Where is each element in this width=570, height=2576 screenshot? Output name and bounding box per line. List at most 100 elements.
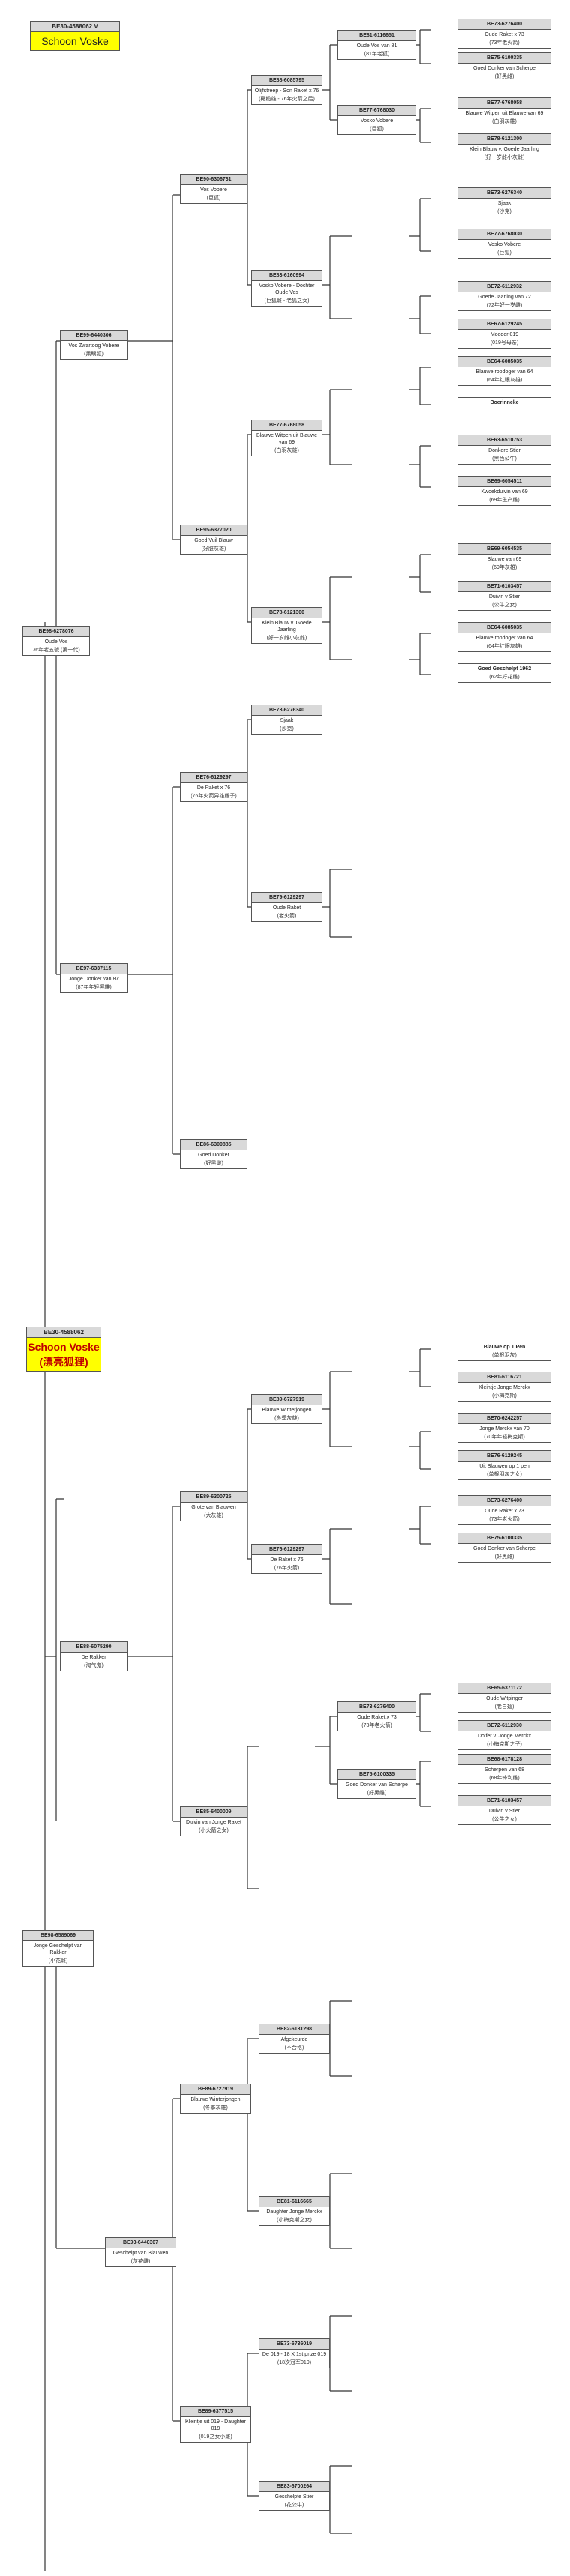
ancestor-card[interactable]: BE76-6129297 De Raket x 76 (76年火箭异雄雌子) <box>180 772 248 802</box>
bird-name-cn: (巨狐) <box>370 127 384 132</box>
leaf-card[interactable]: Goed Geschelpt 1962 (62年好花雌) <box>458 663 551 683</box>
ancestor-card[interactable]: BE81-6116651 Oude Vos van 81 (81年老狐) <box>338 30 416 60</box>
leaf-card[interactable]: BE75-6100335 Goed Donker van Scherpe (好黑… <box>458 52 551 82</box>
leaf-card[interactable]: BE71-6103457 Duivin v Stier (公牛之女) <box>458 1795 551 1825</box>
ring-number: BE77-6768030 <box>458 229 550 240</box>
bird-name: Duivin van Jonge Raket <box>186 1820 242 1825</box>
ring-number: BE77-6768058 <box>252 420 322 431</box>
ancestor-card[interactable]: BE88-6085795 Olijfstreep - Son Raket x 7… <box>251 75 322 105</box>
ancestor-card[interactable]: BE83-6160994 Vosko Vobere - Dochter Oude… <box>251 270 322 307</box>
bird-name: Donkere Stier <box>488 448 520 453</box>
bird-name: Scherpen van 68 <box>484 1767 524 1773</box>
ancestor-card[interactable]: BE89-6727919 Blauwe Winterjongen (冬季灰雄) <box>180 2084 251 2114</box>
bird-name-cn: (68年锋利雌) <box>489 1776 520 1781</box>
bird-name-cn: (好一岁雌小灰雌) <box>266 636 308 641</box>
ancestor-card[interactable]: BE89-6727919 Blauwe Winterjongen (冬季灰雄) <box>251 1394 322 1424</box>
ancestor-card[interactable]: BE81-6116665 Daughter Jonge Merckx (小梅克斯… <box>259 2196 330 2226</box>
bird-name-cn: (大灰雄) <box>204 1513 224 1518</box>
bird-name-cn: (花公牛) <box>284 2503 304 2508</box>
subject-name: Schoon Voske <box>31 32 119 50</box>
bird-name-cn: (好黑雌) <box>367 1791 387 1796</box>
leaf-card[interactable]: BE68-6178128 Scherpen van 68 (68年锋利雌) <box>458 1754 551 1784</box>
ancestor-card[interactable]: BE89-6300725 Grote van Blauwen (大灰雄) <box>180 1491 248 1521</box>
bird-name: Grote van Blauwen <box>191 1505 236 1510</box>
leaf-card[interactable]: BE69-6054535 Blauwe van 69 (69年灰雄) <box>458 543 551 573</box>
ring-number: BE75-6100335 <box>338 1770 416 1780</box>
leaf-card[interactable]: BE70-6242257 Jonge Merckx van 70 (70年年轻梅… <box>458 1413 551 1443</box>
ancestor-card[interactable]: BE85-6400009 Duivin van Jonge Raket (小火箭… <box>180 1806 248 1836</box>
leaf-card[interactable]: Blauwe op 1 Pen (单根羽灰) <box>458 1342 551 1361</box>
granddam-card[interactable]: BE97-6337115 Jonge Donker van 87 (87年年轻黑… <box>60 963 128 993</box>
bird-name: Goed Vuil Blauw <box>194 538 233 543</box>
ring-number: BE73-6276400 <box>338 1702 416 1713</box>
bird-name-cn: (019之女小雌) <box>199 2434 232 2440</box>
bird-name: Blauwe Witpen uit Blauwe van 69 <box>465 111 544 116</box>
ancestor-card[interactable]: BE77-6768058 Blauwe Witpen uit Blauwe va… <box>251 420 322 456</box>
leaf-card[interactable]: BE76-6129245 Uit Blauwen op 1 pen (单根羽灰之… <box>458 1450 551 1480</box>
bird-name: Blauwe Winterjongen <box>262 1408 312 1413</box>
bird-name: Vosko Vobere - Dochter Oude Vos <box>259 283 315 295</box>
ring-number: BE97-6337115 <box>61 964 127 974</box>
leaf-card[interactable]: BE72-6112932 Goede Jaarling van 72 (72年好… <box>458 281 551 311</box>
bird-name-cn: (黑眼狐) <box>84 352 104 357</box>
leaf-card[interactable]: BE73-6276340 Sjaak (沙克) <box>458 187 551 217</box>
ancestor-card[interactable]: BE73-6736019 De 019 - 18 X 1st prize 019… <box>259 2338 330 2368</box>
bird-name-cn: (好黑雌) <box>204 1161 224 1166</box>
leaf-card[interactable]: BE72-6112930 Dolfer v. Jonge Merckx (小梅克… <box>458 1720 551 1750</box>
leaf-card[interactable]: BE77-6768030 Vosko Vobere (巨狐) <box>458 229 551 259</box>
leaf-card[interactable]: BE75-6100335 Goed Donker van Scherpe (好黑… <box>458 1533 551 1563</box>
bird-name: Klein Blauw v. Goede Jaarling <box>470 147 539 152</box>
ancestor-card[interactable]: BE90-6306731 Vos Vobere (巨狐) <box>180 174 248 204</box>
leaf-card[interactable]: BE78-6121300 Klein Blauw v. Goede Jaarli… <box>458 133 551 163</box>
ring-number: BE65-6371172 <box>458 1683 550 1694</box>
ancestor-card[interactable]: BE95-6377020 Goed Vuil Blauw (好脏灰雄) <box>180 525 248 555</box>
bird-name-cn: (不合格) <box>284 2045 304 2051</box>
bird-name-cn: (橄榄雄 - 76年火箭之后) <box>259 97 315 102</box>
ancestor-card[interactable]: BE75-6100335 Goed Donker van Scherpe (好黑… <box>338 1769 416 1799</box>
leaf-card[interactable]: BE77-6768058 Blauwe Witpen uit Blauwe va… <box>458 97 551 127</box>
ring-number: BE72-6112932 <box>458 282 550 292</box>
bird-name-cn: (老白翅) <box>494 1704 514 1710</box>
ancestor-card[interactable]: BE86-6300885 Goed Donker (好黑雌) <box>180 1139 248 1169</box>
leaf-card[interactable]: BE73-6276400 Oude Raket x 73 (73年老火箭) <box>458 19 551 49</box>
ancestor-card[interactable]: BE82-6131298 Afgekeurde (不合格) <box>259 2024 330 2054</box>
bird-name-cn: (69年生产雌) <box>489 498 520 503</box>
subject-card[interactable]: BE30-4588062 V Schoon Voske <box>30 21 120 51</box>
ancestor-card[interactable]: BE83-6700264 Geschelpte Stier (花公牛) <box>259 2481 330 2511</box>
ring-number: BE83-6160994 <box>252 271 322 281</box>
leaf-card[interactable]: BE65-6371172 Oude Witpinger (老白翅) <box>458 1683 551 1713</box>
ring-number: BE71-6103457 <box>458 582 550 592</box>
ancestor-card[interactable]: BE77-6768030 Vosko Vobere (巨狐) <box>338 105 416 135</box>
bird-name: Moeder 019 <box>490 332 519 337</box>
ancestor-card[interactable]: BE79-6129297 Oude Raket (老火箭) <box>251 892 322 922</box>
leaf-card[interactable]: BE69-6054511 Kwoekduivin van 69 (69年生产雌) <box>458 476 551 506</box>
sire-card[interactable]: BE98-6278076 Oude Vos 76年老五號 (第一代) <box>22 626 90 656</box>
leaf-card[interactable]: BE64-6085035 Blauwe roodoger van 64 (64年… <box>458 356 551 386</box>
leaf-card[interactable]: BE71-6103457 Duivin v Stier (公牛之女) <box>458 581 551 611</box>
ring-number: BE89-6377515 <box>181 2407 250 2417</box>
bird-name-cn: (73年老火箭) <box>362 1723 392 1728</box>
ancestor-card[interactable]: BE93-6440307 Geschelpt van Blauwen (灰花雌) <box>105 2237 176 2267</box>
ring-number: BE81-6116665 <box>260 2197 329 2207</box>
grandsire-card[interactable]: BE99-6440306 Vos Zwartoog Vobere (黑眼狐) <box>60 330 128 360</box>
dam-card[interactable]: BE98-6589069 Jonge Geschelpt van Rakker … <box>22 1930 94 1967</box>
subject-card[interactable]: BE30-4588062 Schoon Voske (漂亮狐狸) <box>26 1327 101 1372</box>
bird-name: Oude Raket <box>272 905 302 911</box>
ring-number: BE89-6727919 <box>181 2084 250 2095</box>
ancestor-card[interactable]: BE78-6121300 Klein Blauw v. Goede Jaarli… <box>251 607 322 644</box>
leaf-card[interactable]: BE73-6276400 Oude Raket x 73 (73年老火箭) <box>458 1495 551 1525</box>
ancestor-card[interactable]: BE89-6377515 Kleintje uit 019 - Daughter… <box>180 2406 251 2443</box>
leaf-card[interactable]: Boerinneke <box>458 397 551 408</box>
leaf-card[interactable]: BE67-6129245 Moeder 019 (019号母亲) <box>458 319 551 349</box>
bird-name: Blauwe roodoger van 64 <box>476 636 533 641</box>
ring-number: BE67-6129245 <box>458 319 550 330</box>
ancestor-card[interactable]: BE76-6129297 De Raket x 76 (76年火箭) <box>251 1544 322 1574</box>
sire-card[interactable]: BE88-6075290 De Rakker (淘气鬼) <box>60 1641 128 1671</box>
ring-number: BE69-6054511 <box>458 477 550 487</box>
leaf-card[interactable]: BE81-6116721 Kleintje Jonge Merckx (小梅克斯… <box>458 1372 551 1402</box>
ancestor-card[interactable]: BE73-6276340 Sjaak (沙克) <box>251 705 322 735</box>
leaf-card[interactable]: BE64-6085035 Blauwe roodoger van 64 (64年… <box>458 622 551 652</box>
leaf-card[interactable]: BE63-6510753 Donkere Stier (黑色公牛) <box>458 435 551 465</box>
ring-number: BE98-6589069 <box>23 1931 93 1941</box>
ancestor-card[interactable]: BE73-6276400 Oude Raket x 73 (73年老火箭) <box>338 1701 416 1731</box>
